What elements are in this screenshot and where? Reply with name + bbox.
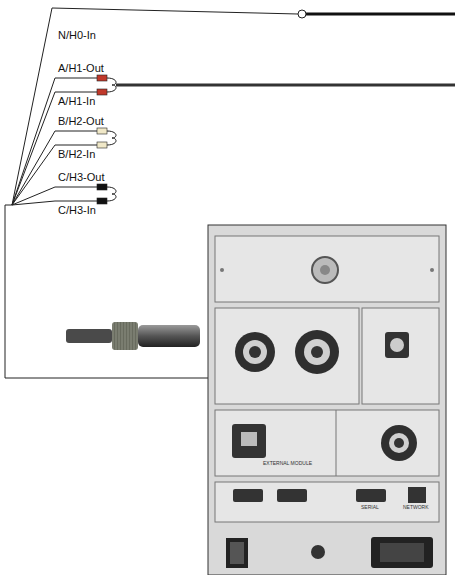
lead-name: A/H1-Out	[58, 63, 104, 74]
lead-name: N/H0-In	[58, 30, 96, 41]
panel-label: NETWORK	[402, 505, 430, 510]
lead-name: B/H2-Out	[58, 116, 104, 127]
panel-label: SERIAL	[360, 505, 380, 510]
lead-name: B/H2-In	[58, 149, 95, 160]
lead-name: A/H1-In	[58, 96, 95, 107]
panel-label: EXTERNAL MODULE	[262, 461, 313, 466]
lead-name: C/H3-In	[58, 205, 96, 216]
lead-name: C/H3-Out	[58, 172, 104, 183]
